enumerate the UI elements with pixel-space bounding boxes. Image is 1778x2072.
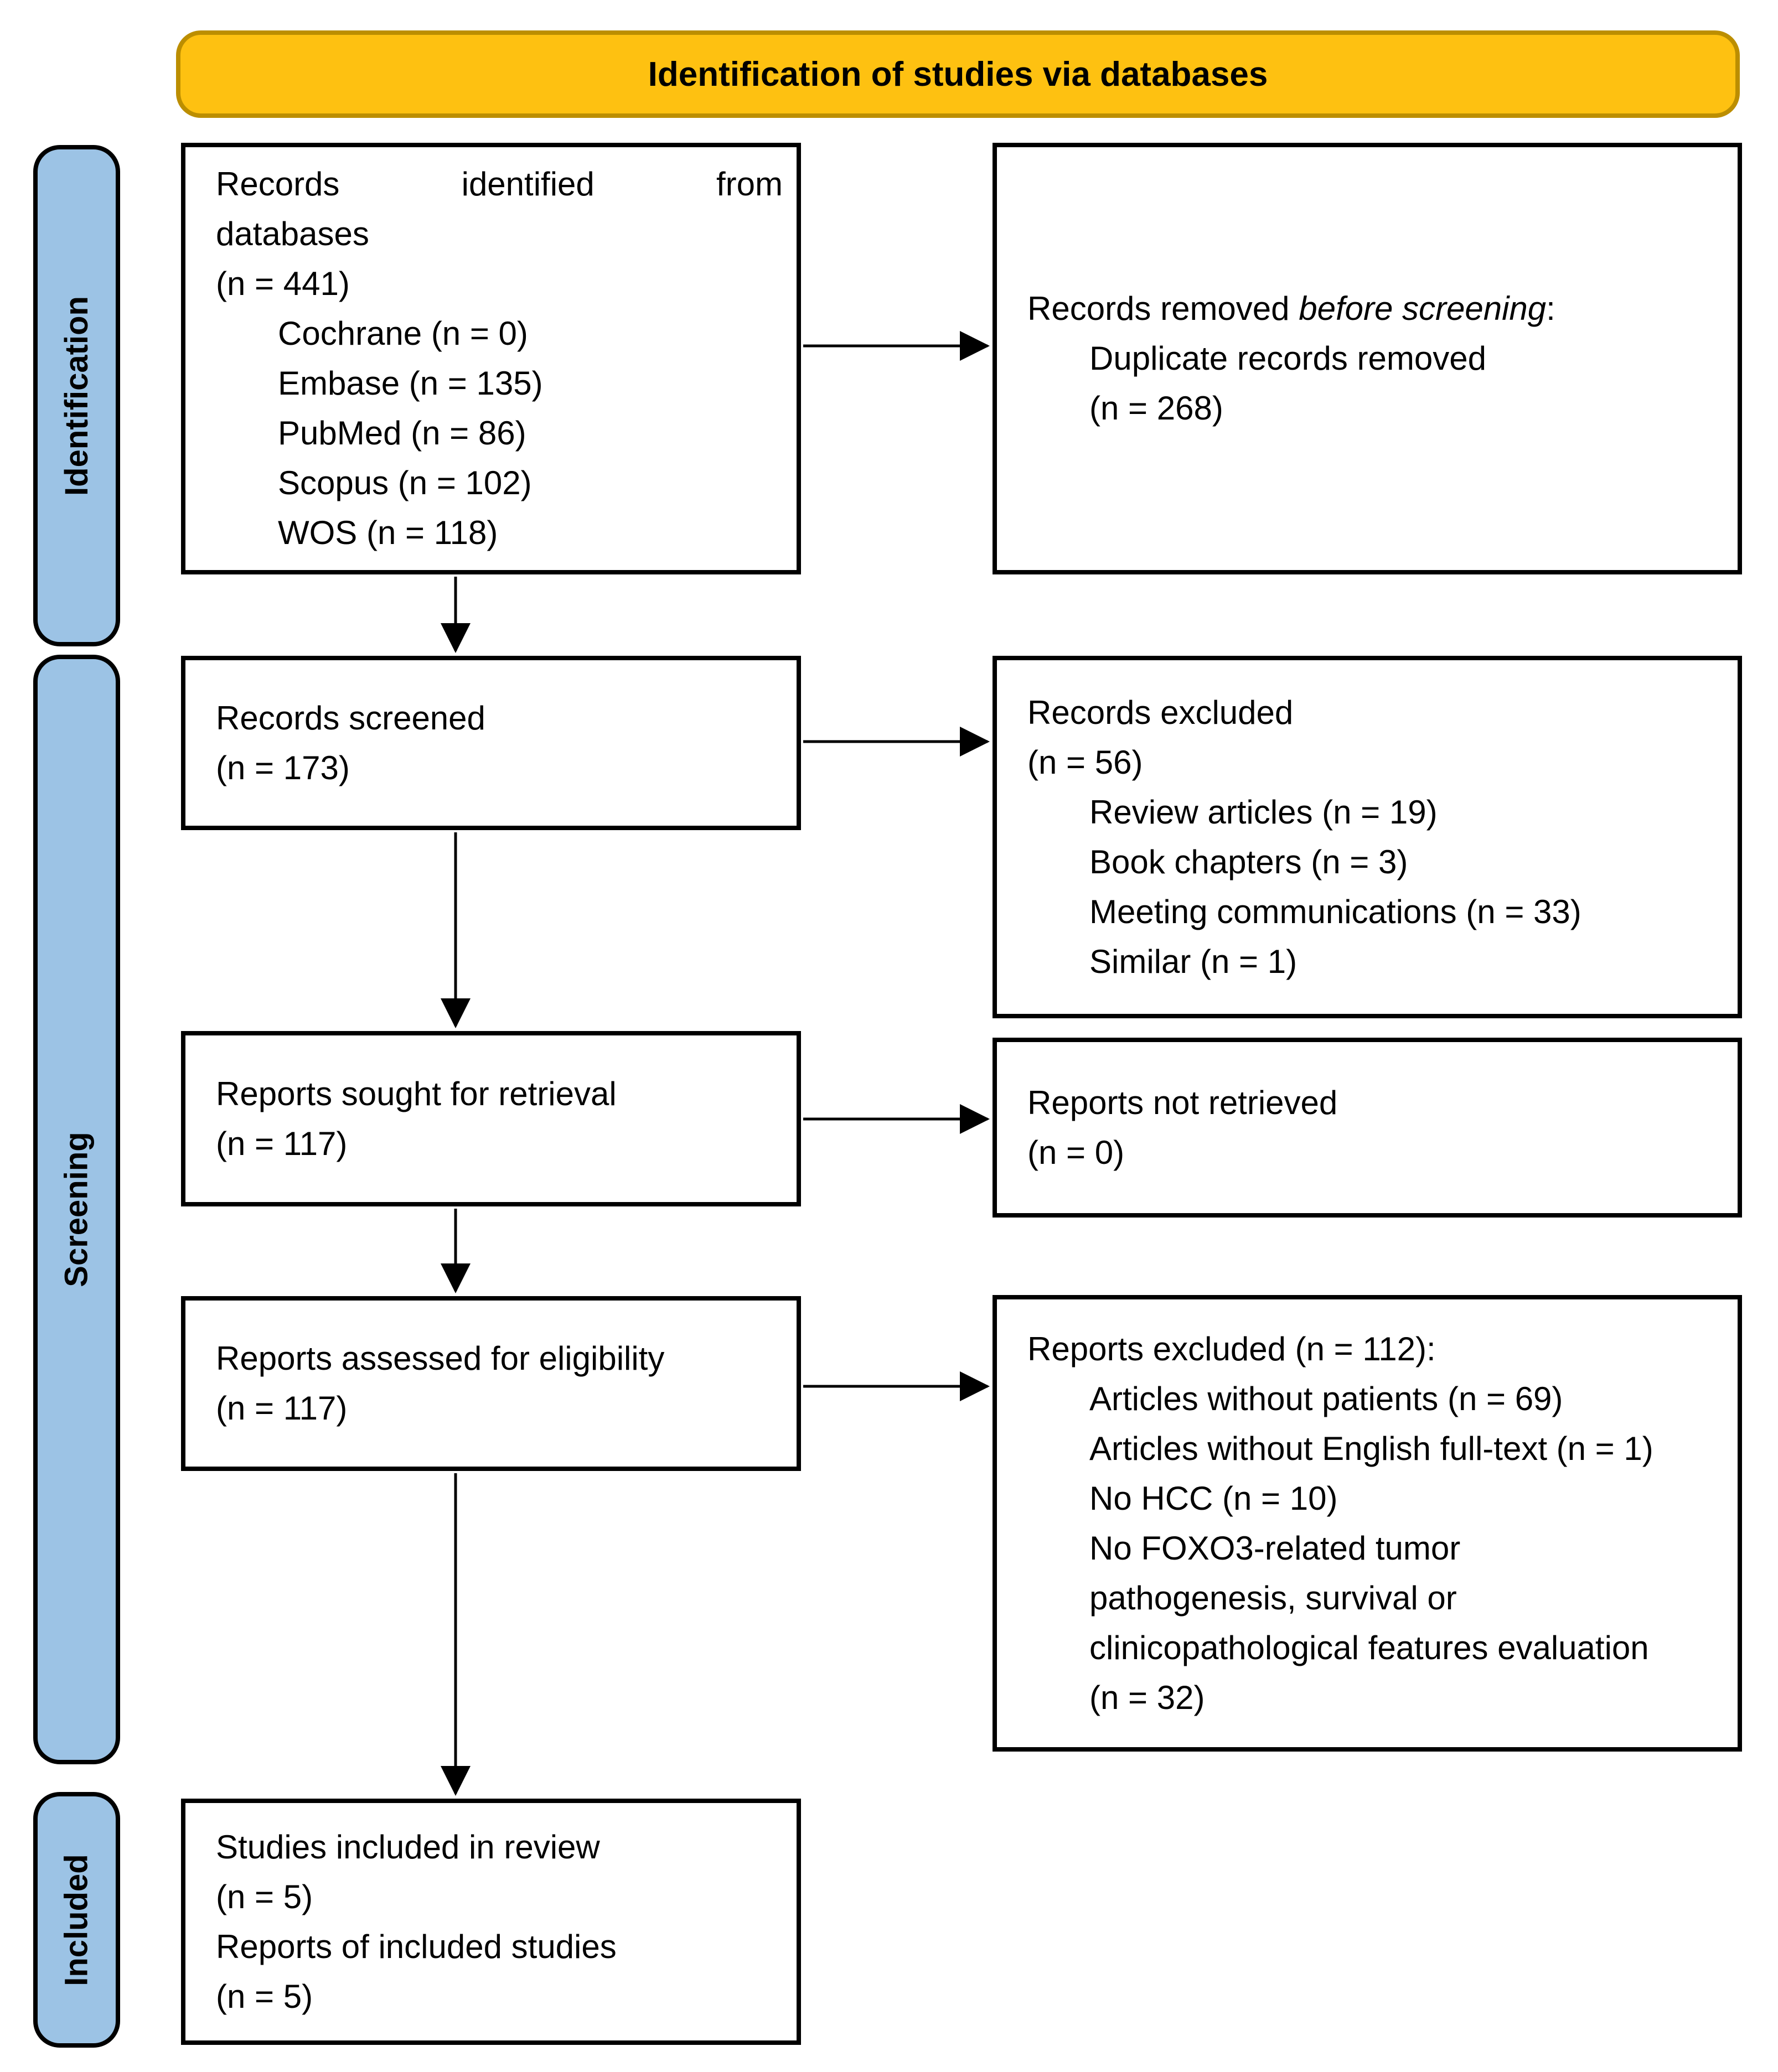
box-reports-not-retrieved: Reports not retrieved (n = 0) — [993, 1038, 1742, 1218]
box-text-line: Records excluded — [1027, 693, 1294, 731]
box-text-line: Scopus (n = 102) — [278, 464, 532, 501]
banner-title: Identification of studies via databases — [176, 30, 1740, 118]
box-text-line: (n = 117) — [216, 1390, 348, 1427]
box-text-line: Meeting communications (n = 33) — [1089, 893, 1581, 930]
box-text-line: pathogenesis, survival or — [1089, 1579, 1457, 1617]
box-records-screened: Records screened (n = 173) — [181, 656, 801, 830]
box-text-line: (n = 56) — [1027, 743, 1143, 781]
italic-text-segment: before screening — [1299, 290, 1547, 327]
phase-label-included-text: Included — [59, 1853, 95, 1986]
box-text-line: Records screened — [216, 699, 485, 737]
box-text-line: Embase (n = 135) — [278, 365, 543, 402]
box-text-line: Reports sought for retrieval — [216, 1075, 617, 1112]
box-text-line: Studies included in review — [216, 1828, 600, 1866]
box-text-line: Records identified from — [216, 159, 783, 209]
text-segment: Records removed — [1027, 290, 1299, 327]
box-text-line: Cochrane (n = 0) — [278, 315, 528, 352]
phase-label-screening-text: Screening — [59, 1132, 95, 1287]
box-records-excluded: Records excluded (n = 56) Review articles … — [993, 656, 1742, 1018]
box-text-line: Book chapters (n = 3) — [1089, 843, 1408, 880]
box-text-line: Reports assessed for eligibility — [216, 1340, 665, 1377]
box-text-line: (n = 5) — [216, 1977, 313, 2015]
box-text-line: clinicopathological features evaluation — [1089, 1629, 1649, 1666]
box-text-line: databases — [216, 215, 369, 252]
box-text-line: (n = 268) — [1089, 390, 1223, 427]
box-text-line: (n = 117) — [216, 1125, 348, 1162]
box-records-removed: Records removed before screening: Duplica… — [993, 143, 1742, 574]
justified-word: Records — [216, 165, 340, 203]
phase-label-screening: Screening — [33, 655, 120, 1764]
box-text-line: No HCC (n = 10) — [1089, 1479, 1338, 1517]
box-text-line: No FOXO3-related tumor — [1089, 1529, 1461, 1567]
box-text-line: (n = 32) — [1089, 1679, 1205, 1716]
box-text-line: Review articles (n = 19) — [1089, 793, 1438, 831]
box-text-line: (n = 173) — [216, 749, 350, 786]
text-segment: : — [1546, 290, 1555, 327]
box-text-line: Records removed before screening: — [1027, 284, 1724, 334]
box-text-line: PubMed (n = 86) — [278, 415, 526, 452]
box-text-line: Reports of included studies — [216, 1928, 617, 1965]
box-reports-sought: Reports sought for retrieval (n = 117) — [181, 1031, 801, 1206]
box-text-line: WOS (n = 118) — [278, 514, 498, 551]
box-reports-assessed: Reports assessed for eligibility (n = 117… — [181, 1296, 801, 1471]
box-text-line: Articles without English full-text (n = … — [1089, 1429, 1653, 1467]
box-studies-included: Studies included in review (n = 5) Reports… — [181, 1799, 801, 2045]
box-text-line: (n = 0) — [1027, 1133, 1125, 1171]
box-reports-excluded: Reports excluded (n = 112): Articles with… — [993, 1295, 1742, 1752]
justified-word: from — [716, 165, 783, 203]
justified-word: identified — [461, 165, 595, 203]
phase-label-identification-text: Identification — [59, 296, 95, 496]
box-text-line: (n = 441) — [216, 265, 350, 302]
banner-title-text: Identification of studies via databases — [648, 55, 1268, 94]
box-text-line: Similar (n = 1) — [1089, 942, 1298, 980]
box-text-line: Reports not retrieved — [1027, 1084, 1338, 1121]
phase-label-included: Included — [33, 1792, 120, 2048]
box-records-identified: Records identified from databases (n = 441) C… — [181, 143, 801, 574]
box-text-line: Duplicate records removed — [1089, 340, 1486, 377]
box-text-line: (n = 5) — [216, 1878, 313, 1915]
box-text-line: Articles without patients (n = 69) — [1089, 1380, 1563, 1417]
box-text-line: Reports excluded (n = 112): — [1027, 1330, 1436, 1367]
phase-label-identification: Identification — [33, 145, 120, 646]
